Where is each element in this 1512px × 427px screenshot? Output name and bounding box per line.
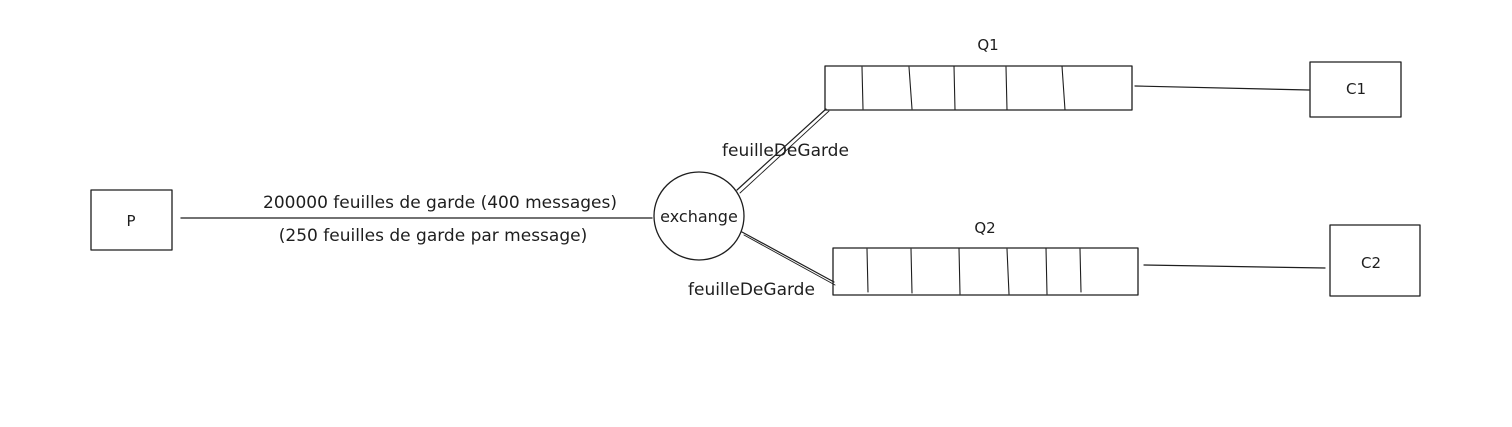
producer-label: P	[126, 212, 135, 230]
exchange-q1-line-b	[739, 110, 830, 194]
queue-q1-divider	[861, 66, 864, 110]
queue-q1[interactable]: Q1	[824, 36, 1133, 111]
consumer-c1[interactable]: C1	[1309, 61, 1402, 118]
queue-q2-divider	[866, 248, 869, 293]
edge-exchange-q1: feuilleDeGarde	[722, 108, 849, 194]
producer-node[interactable]: P	[90, 189, 173, 251]
queue-q1-label: Q1	[977, 36, 998, 54]
exchange-node[interactable]: exchange	[653, 171, 745, 261]
exchange-label: exchange	[660, 207, 738, 226]
consumer-c2[interactable]: C2	[1329, 224, 1421, 297]
consumer-c1-box	[1309, 61, 1402, 118]
queue-q2-divider	[1079, 248, 1082, 293]
consumer-c1-label: C1	[1346, 80, 1366, 98]
edge-exchange-q2: feuilleDeGarde	[688, 231, 836, 300]
queue-q2-box	[832, 247, 1139, 296]
queue-q1-divider	[953, 65, 956, 111]
exchange-circle	[653, 171, 745, 261]
queue-q2-divider	[1006, 248, 1010, 295]
queue-q2-divider	[1045, 247, 1048, 295]
producer-box	[90, 189, 173, 251]
queue-q2-divider	[910, 248, 913, 294]
edge-producer-exchange: 200000 feuilles de garde (400 messages) …	[180, 193, 653, 246]
exchange-q2-label: feuilleDeGarde	[688, 280, 815, 300]
queue-q1-box	[824, 65, 1133, 111]
queue-q1-divider	[1061, 65, 1066, 111]
queue-q2[interactable]: Q2	[832, 219, 1139, 296]
queue-q2-divider	[958, 247, 961, 295]
exchange-q1-label: feuilleDeGarde	[722, 141, 849, 161]
exchange-q2-line-a	[741, 231, 835, 283]
producer-exchange-label-2: (250 feuilles de garde par message)	[279, 226, 587, 246]
queue-q2-label: Q2	[974, 219, 995, 237]
queue-q1-divider	[1005, 66, 1008, 111]
edge-q1-c1	[1134, 85, 1310, 91]
edge-q2-c2	[1143, 264, 1326, 269]
queue-q1-divider	[908, 66, 913, 110]
exchange-q2-line-b	[743, 234, 836, 286]
exchange-q1-line-a	[736, 108, 827, 191]
consumer-c2-box	[1329, 224, 1421, 297]
producer-exchange-label-1: 200000 feuilles de garde (400 messages)	[263, 193, 617, 213]
consumer-c2-label: C2	[1361, 254, 1381, 272]
